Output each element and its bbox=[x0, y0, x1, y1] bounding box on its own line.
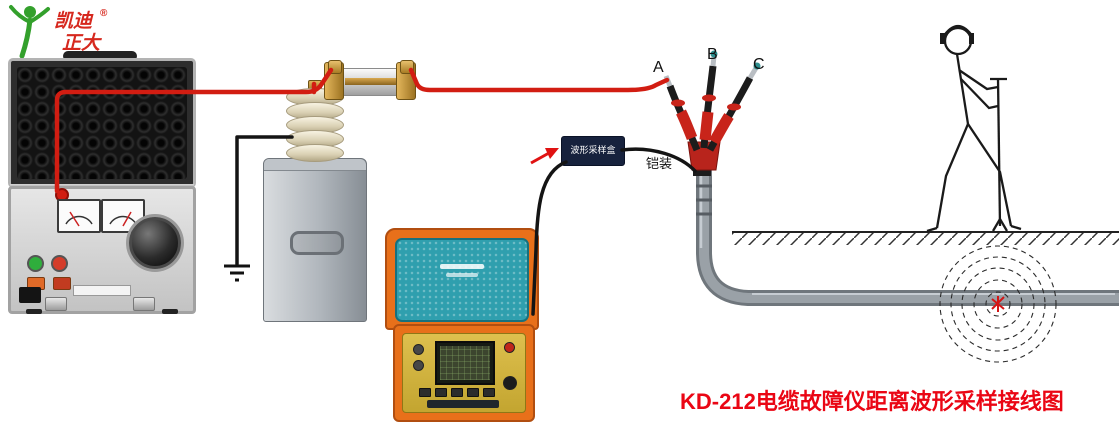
ground-surface bbox=[732, 231, 1119, 245]
phase-c-label: C bbox=[753, 56, 765, 73]
sampling-box-label: 波形采样盒 bbox=[570, 145, 616, 156]
panel-button bbox=[483, 388, 495, 397]
stop-button-red bbox=[51, 255, 68, 272]
locator-lid bbox=[385, 228, 539, 330]
lcd-screen bbox=[440, 346, 490, 380]
fault-ripples bbox=[939, 245, 1057, 363]
panel-knob bbox=[413, 344, 424, 355]
buried-cable-pipe bbox=[696, 170, 1119, 306]
case-latch-left bbox=[45, 297, 67, 311]
probe-sensor bbox=[992, 216, 1008, 232]
voltage-regulator-knob bbox=[129, 217, 181, 269]
panel-meter-current bbox=[101, 199, 145, 233]
panel-button bbox=[419, 388, 431, 397]
brand-logo: 凯迪 正大 ® bbox=[8, 4, 118, 62]
panel-knob bbox=[413, 360, 424, 371]
locator-lid-print bbox=[440, 264, 484, 280]
power-inlet bbox=[19, 287, 41, 303]
fault-spark-icon bbox=[991, 296, 1005, 312]
probe-rod bbox=[996, 77, 1002, 227]
capacitor-handle bbox=[290, 231, 344, 255]
signal-connector bbox=[503, 376, 517, 390]
cable-terminations bbox=[663, 50, 761, 176]
brand-text-top: 凯迪 bbox=[54, 11, 93, 32]
panel-button bbox=[435, 388, 447, 397]
armor-label: 铠装 bbox=[646, 156, 673, 171]
hv-test-set bbox=[8, 51, 196, 314]
test-set-panel bbox=[8, 186, 196, 314]
hv-capacitor bbox=[263, 158, 367, 322]
case-handle bbox=[63, 51, 137, 61]
case-foot bbox=[162, 309, 178, 314]
case-foot bbox=[26, 309, 42, 314]
power-button-green bbox=[27, 255, 44, 272]
panel-switch-2 bbox=[53, 277, 71, 290]
insulator-shed bbox=[286, 144, 344, 162]
panel-button bbox=[467, 388, 479, 397]
locator-lid-interior bbox=[395, 238, 529, 322]
gap-terminal-right bbox=[400, 60, 414, 74]
phase-a-label: A bbox=[653, 59, 664, 76]
logo-figure-icon bbox=[9, 5, 50, 59]
gap-terminal-left bbox=[328, 60, 342, 74]
test-set-lid bbox=[8, 58, 196, 188]
locator-panel bbox=[402, 333, 526, 413]
sampling-box-arrow bbox=[530, 148, 559, 165]
locator-base bbox=[393, 324, 535, 422]
discharge-gap bbox=[316, 56, 424, 104]
lid-foam bbox=[17, 67, 187, 179]
gap-electrode bbox=[345, 78, 397, 85]
gap-glass-tube bbox=[342, 68, 400, 96]
case-latch-right bbox=[133, 297, 155, 311]
sampling-box: 波形采样盒 bbox=[561, 136, 625, 166]
phase-b-label: B bbox=[707, 46, 718, 63]
registered-mark: ® bbox=[100, 8, 108, 19]
panel-button bbox=[451, 388, 463, 397]
panel-led-red bbox=[504, 342, 515, 353]
panel-meter-voltage bbox=[57, 199, 101, 233]
locator-lcd bbox=[435, 341, 495, 385]
nameplate-strip bbox=[73, 285, 131, 296]
brand-text-bottom: 正大 bbox=[62, 33, 101, 54]
gap-cap-left bbox=[324, 60, 344, 100]
earth-ground-symbol bbox=[224, 264, 250, 282]
diagram-title: KD-212电缆故障仪距离波形采样接线图 bbox=[680, 389, 1064, 414]
gap-cap-right bbox=[396, 60, 416, 100]
locator-label-strip bbox=[427, 400, 499, 408]
operator-figure bbox=[926, 24, 1022, 233]
